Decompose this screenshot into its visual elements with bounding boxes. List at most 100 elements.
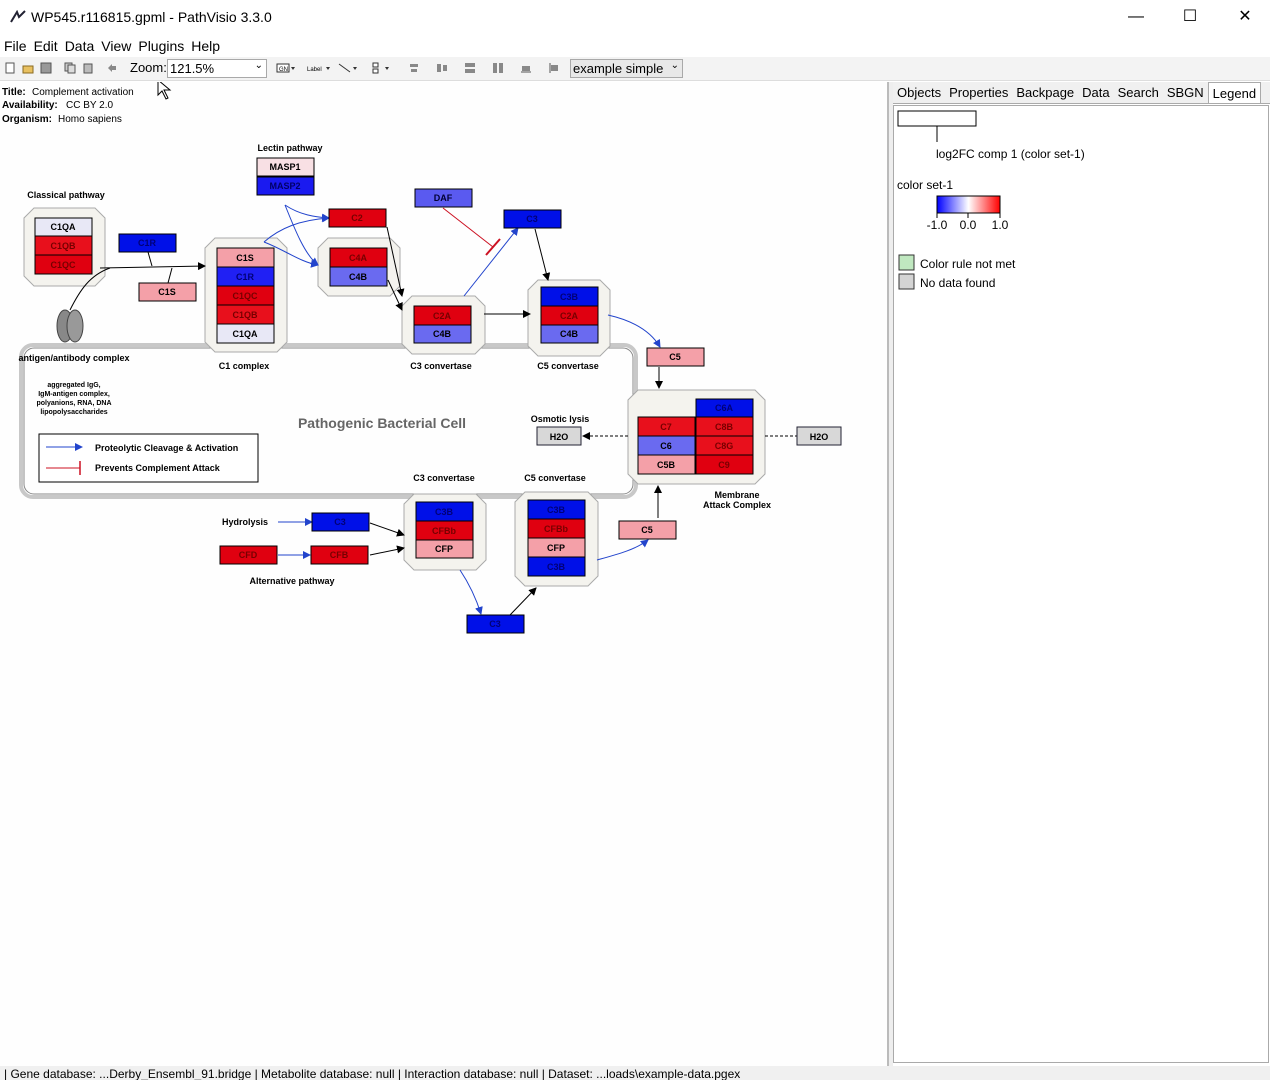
gene-c4b-3[interactable]: C4B <box>540 324 599 344</box>
label-mac-2: Attack Complex <box>703 500 771 510</box>
organism-label: Organism: <box>2 114 52 125</box>
svg-text:C6A: C6A <box>715 403 734 413</box>
gene-c7[interactable]: C7 <box>637 416 696 437</box>
no-data-swatch <box>898 273 915 290</box>
tab-objects[interactable]: Objects <box>897 85 942 100</box>
gene-c2a[interactable]: C2A <box>413 305 472 326</box>
maximize-button[interactable]: ☐ <box>1182 8 1198 25</box>
tab-backpage[interactable]: Backpage <box>1016 85 1075 100</box>
align-center-x-icon[interactable] <box>408 62 420 74</box>
align-center-y-icon[interactable] <box>436 62 448 74</box>
gene-c3b[interactable]: C3B <box>540 286 599 307</box>
save-icon[interactable] <box>40 62 52 74</box>
toolbar: Zoom: 121.5% ⌄ GN Label example simple ⌄ <box>0 57 1270 81</box>
diagram-legend[interactable]: Proteolytic Cleavage & Activation Preven… <box>38 433 259 483</box>
gene-c6a[interactable]: C6A <box>695 398 754 418</box>
no-data-label: No data found <box>920 276 995 290</box>
gene-c9[interactable]: C9 <box>695 454 754 475</box>
gene-c3b-bottom-3[interactable]: C3B <box>527 556 586 577</box>
gene-c8g[interactable]: C8G <box>695 435 754 456</box>
menu-edit[interactable]: Edit <box>33 38 58 54</box>
svg-text:C5: C5 <box>669 352 681 362</box>
visualization-dropdown[interactable]: example simple ⌄ <box>570 59 683 78</box>
gene-cfp-bottom-1[interactable]: CFP <box>415 539 474 559</box>
gene-c1qa-1[interactable]: C1QA <box>34 217 93 237</box>
gene-c1qa-complex[interactable]: C1QA <box>216 323 275 344</box>
gene-c3-top[interactable]: C3 <box>503 209 562 229</box>
add-gene-product-icon[interactable]: GN <box>276 62 296 74</box>
pathway-availability: CC BY 2.0 <box>66 100 113 111</box>
gene-masp2[interactable]: MASP2 <box>256 176 315 196</box>
menu-help[interactable]: Help <box>191 38 221 54</box>
pathway-organism: Homo sapiens <box>58 114 122 125</box>
mouse-cursor-icon <box>157 82 172 100</box>
tab-sbgn[interactable]: SBGN <box>1166 85 1204 100</box>
gene-c3-bottom[interactable]: C3 <box>466 614 525 634</box>
gene-c5-bottom[interactable]: C5 <box>618 520 677 540</box>
paste-icon[interactable] <box>82 62 94 74</box>
gene-c6[interactable]: C6 <box>637 435 696 456</box>
label-c5-convertase-top: C5 convertase <box>537 361 599 371</box>
menu-view[interactable]: View <box>101 38 132 54</box>
metabolite-h2o-left[interactable]: H2O <box>536 426 582 446</box>
copy-icon[interactable] <box>64 62 76 74</box>
gene-c1qb-1[interactable]: C1QB <box>34 235 93 256</box>
tab-data[interactable]: Data <box>1082 85 1110 100</box>
gene-c3-hydrolysis[interactable]: C3 <box>311 512 370 532</box>
gene-c5-top[interactable]: C5 <box>646 347 705 367</box>
gene-c1qb-complex[interactable]: C1QB <box>216 304 275 325</box>
gene-c2[interactable]: C2 <box>328 208 387 228</box>
gene-c5b[interactable]: C5B <box>637 454 696 475</box>
zoom-dropdown[interactable]: 121.5% ⌄ <box>167 59 267 78</box>
gene-c1s[interactable]: C1S <box>216 247 275 268</box>
gene-c2a-2[interactable]: C2A <box>540 305 599 326</box>
gene-cfp-bottom-2[interactable]: CFP <box>527 537 586 558</box>
align-left-icon[interactable] <box>548 62 560 74</box>
gene-cfbb-bottom-2[interactable]: CFBb <box>527 518 586 539</box>
cleavage-edges <box>263 204 661 615</box>
panel-splitter[interactable] <box>888 82 893 1066</box>
gene-cfb[interactable]: CFB <box>310 545 369 565</box>
gene-c4b-2[interactable]: C4B <box>413 324 472 344</box>
svg-text:C1S: C1S <box>236 253 254 263</box>
svg-text:C4A: C4A <box>349 253 368 263</box>
stack-horizontal-icon[interactable] <box>492 62 504 74</box>
gene-c4b[interactable]: C4B <box>329 266 388 287</box>
svg-text:CFB: CFB <box>330 550 349 560</box>
new-file-icon[interactable] <box>4 62 16 74</box>
align-bottom-icon[interactable] <box>520 62 532 74</box>
gene-c1r-complex[interactable]: C1R <box>216 266 275 287</box>
open-folder-icon[interactable] <box>22 62 34 74</box>
tab-properties[interactable]: Properties <box>949 85 1009 100</box>
gene-c3b-bottom-1[interactable]: C3B <box>415 501 474 522</box>
zoom-label: Zoom: <box>130 60 167 75</box>
gene-daf[interactable]: DAF <box>414 188 473 208</box>
pathway-canvas[interactable]: Title: Complement activation Availabilit… <box>0 82 888 1066</box>
gene-c1qc-complex[interactable]: C1QC <box>216 285 275 306</box>
stack-vertical-icon[interactable] <box>464 62 476 74</box>
add-label-icon[interactable]: Label <box>306 62 332 74</box>
minimize-button[interactable]: — <box>1128 8 1144 25</box>
menu-plugins[interactable]: Plugins <box>138 38 185 54</box>
antibody-icon[interactable] <box>56 309 84 343</box>
close-button[interactable]: ✕ <box>1238 8 1252 25</box>
gene-c4a[interactable]: C4A <box>329 247 388 268</box>
tab-search[interactable]: Search <box>1117 85 1159 100</box>
add-shape-icon[interactable] <box>370 62 392 74</box>
add-line-icon[interactable] <box>338 62 360 74</box>
menu-data[interactable]: Data <box>64 38 95 54</box>
gene-c8b[interactable]: C8B <box>695 416 754 437</box>
undo-icon[interactable] <box>106 62 118 74</box>
gene-cfbb-bottom-1[interactable]: CFBb <box>415 520 474 541</box>
metabolite-h2o-right[interactable]: H2O <box>796 426 842 446</box>
label-c3-convertase-top: C3 convertase <box>410 361 472 371</box>
gene-cfd[interactable]: CFD <box>219 545 278 565</box>
tab-legend[interactable]: Legend <box>1207 82 1262 103</box>
gene-c3b-bottom-2[interactable]: C3B <box>527 499 586 520</box>
gene-c1s-free[interactable]: C1S <box>138 282 197 302</box>
gene-c1qc-1[interactable]: C1QC <box>34 254 93 275</box>
menu-file[interactable]: File <box>4 38 27 54</box>
gene-masp1[interactable]: MASP1 <box>256 157 315 177</box>
pathway-diagram[interactable]: Title: Complement activation Availabilit… <box>0 82 888 1066</box>
gene-c1r[interactable]: C1R <box>118 233 177 253</box>
